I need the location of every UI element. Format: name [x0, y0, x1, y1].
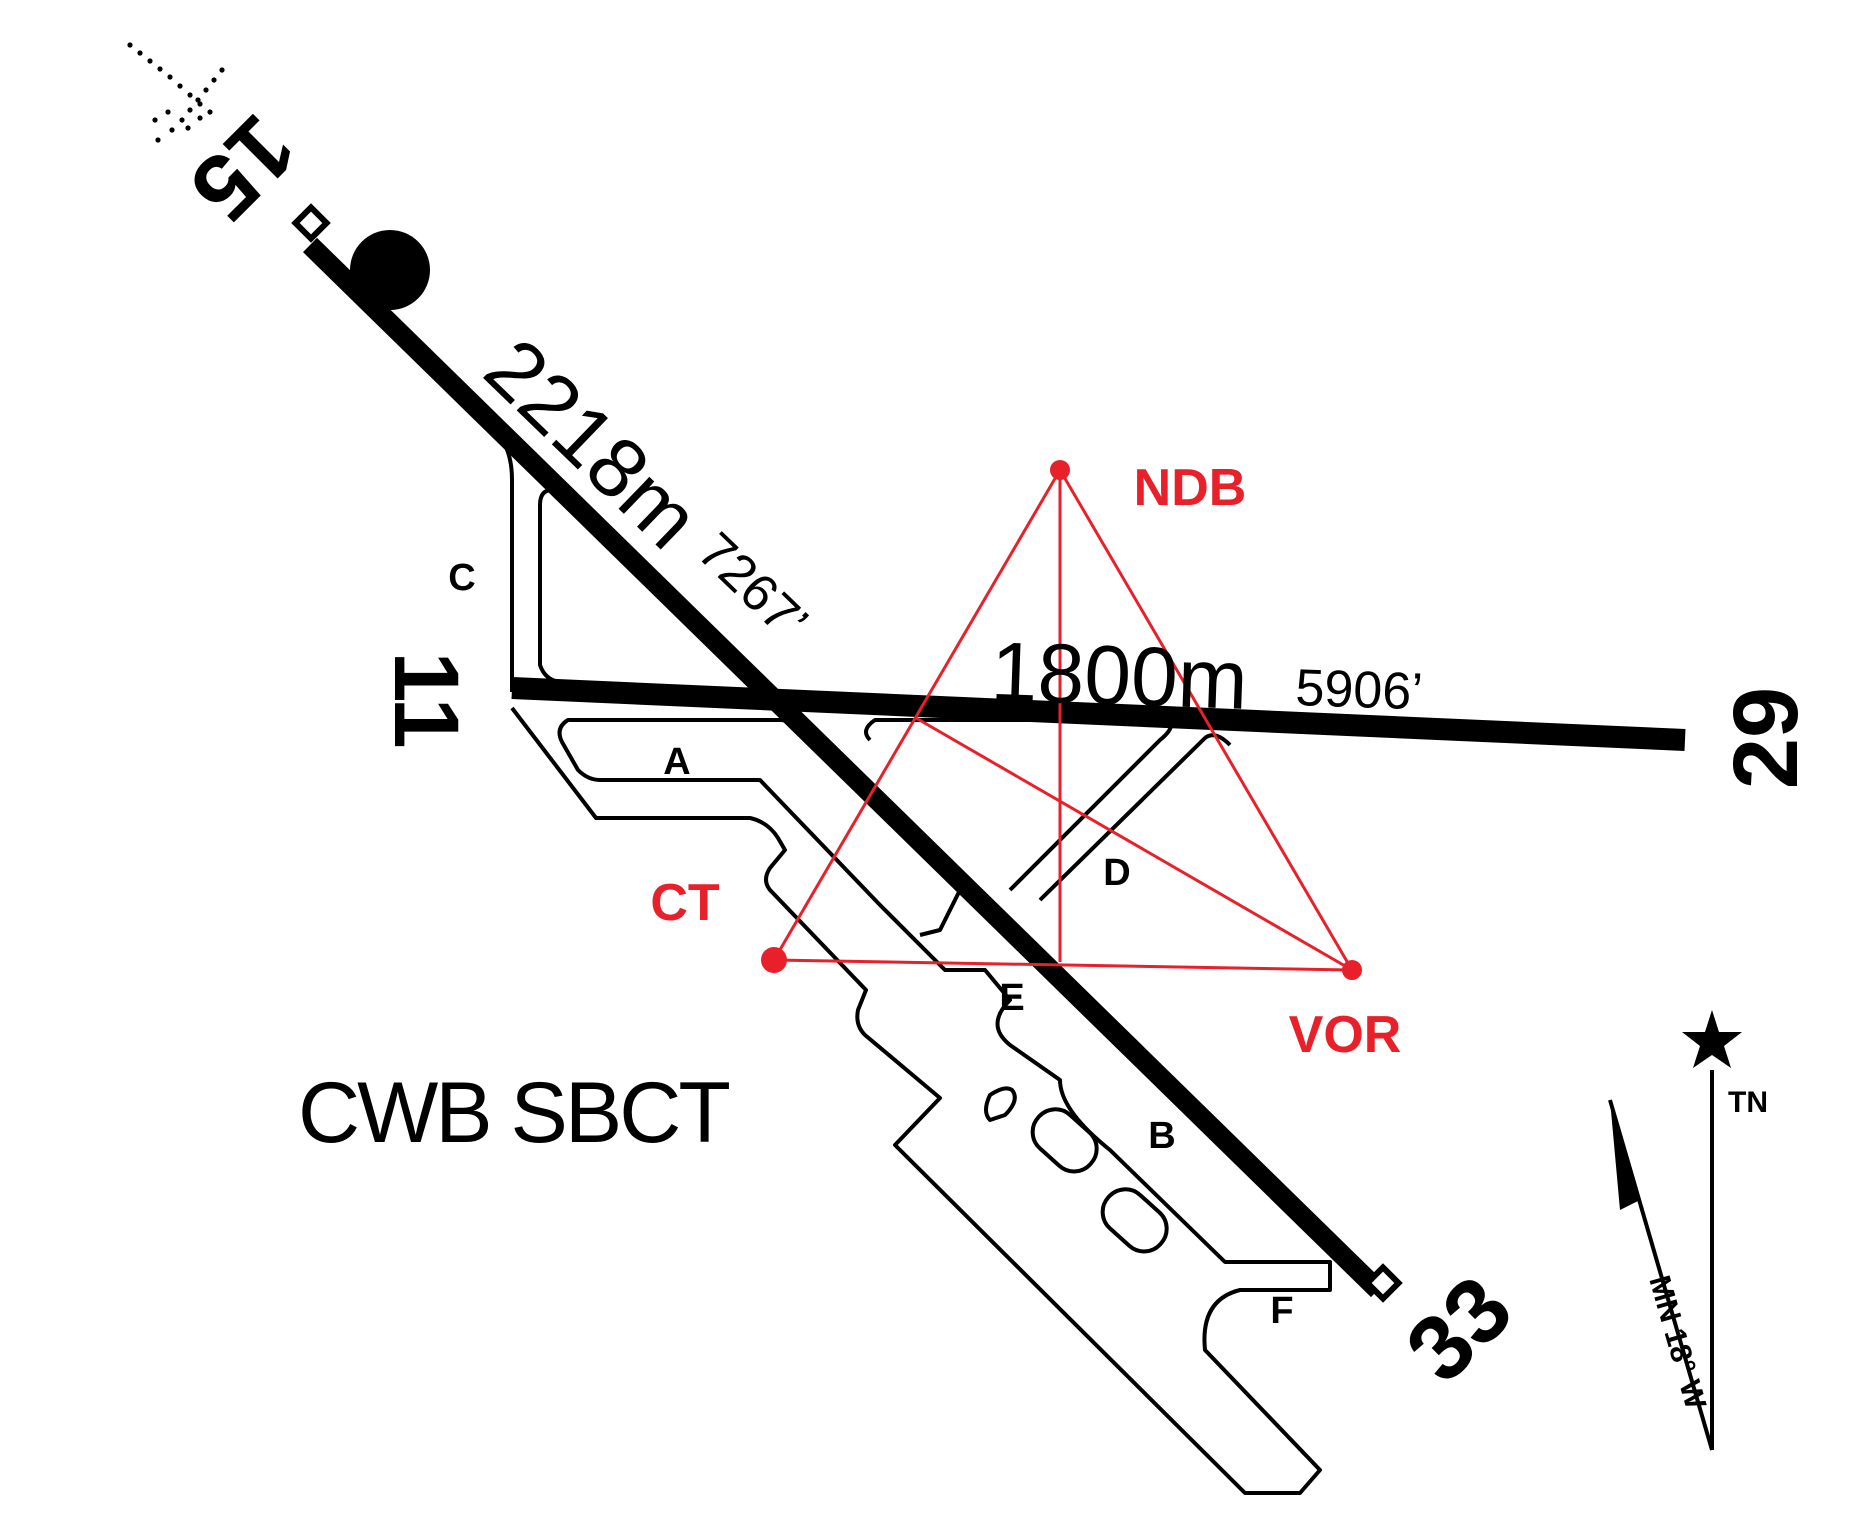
navaid-lines — [772, 469, 1354, 972]
runway-horizontal-length-ft: 5906’ — [1295, 659, 1424, 721]
runway-horizontal-length-m: 1800m — [989, 624, 1249, 727]
taxiway-label-e: E — [999, 977, 1024, 1019]
magnetic-north-label: MN 18° W — [1642, 1272, 1712, 1413]
apron-feature-2 — [1030, 1107, 1099, 1174]
ct-marker — [761, 947, 787, 973]
taxiway-c-inner — [538, 488, 561, 684]
apron-feature-3 — [1100, 1187, 1169, 1254]
taxiway-label-f: F — [1270, 1290, 1293, 1332]
compass: TN MN 18° W — [1608, 1010, 1768, 1451]
taxiway-d-upper — [864, 718, 1165, 742]
taxiway-label-b: B — [1148, 1115, 1175, 1157]
vor-marker — [1342, 960, 1362, 980]
taxiway-label-c: C — [448, 557, 475, 599]
taxiway-c-outline — [490, 426, 514, 692]
runway-end-11: 11 — [375, 651, 477, 748]
threshold-marker-15 — [291, 203, 331, 243]
star-icon — [1682, 1010, 1742, 1068]
airport-title: CWB SBCT — [298, 1065, 729, 1161]
turning-pad — [350, 230, 430, 310]
taxiway-label-d: D — [1103, 852, 1130, 894]
vor-label: VOR — [1289, 1006, 1402, 1064]
runway-end-15: 15 — [171, 96, 315, 240]
ndb-label: NDB — [1134, 459, 1247, 517]
runway-end-29: 29 — [1715, 687, 1817, 789]
threshold-marker-33 — [1363, 1263, 1403, 1303]
ndb-marker — [1050, 460, 1070, 480]
runways — [291, 203, 1686, 1303]
true-north-label: TN — [1728, 1086, 1768, 1119]
runway-horizontal — [511, 677, 1686, 751]
taxiway-label-a: A — [663, 741, 690, 783]
approach-light-dots-icon — [127, 42, 225, 143]
runway-end-33: 33 — [1387, 1257, 1531, 1401]
apron-feature-1 — [984, 1086, 1017, 1122]
magnetic-arrow-icon — [1610, 1100, 1640, 1210]
runway-diagonal — [303, 237, 1385, 1298]
taxiway-network — [490, 426, 1332, 1495]
ct-label: CT — [650, 874, 720, 932]
